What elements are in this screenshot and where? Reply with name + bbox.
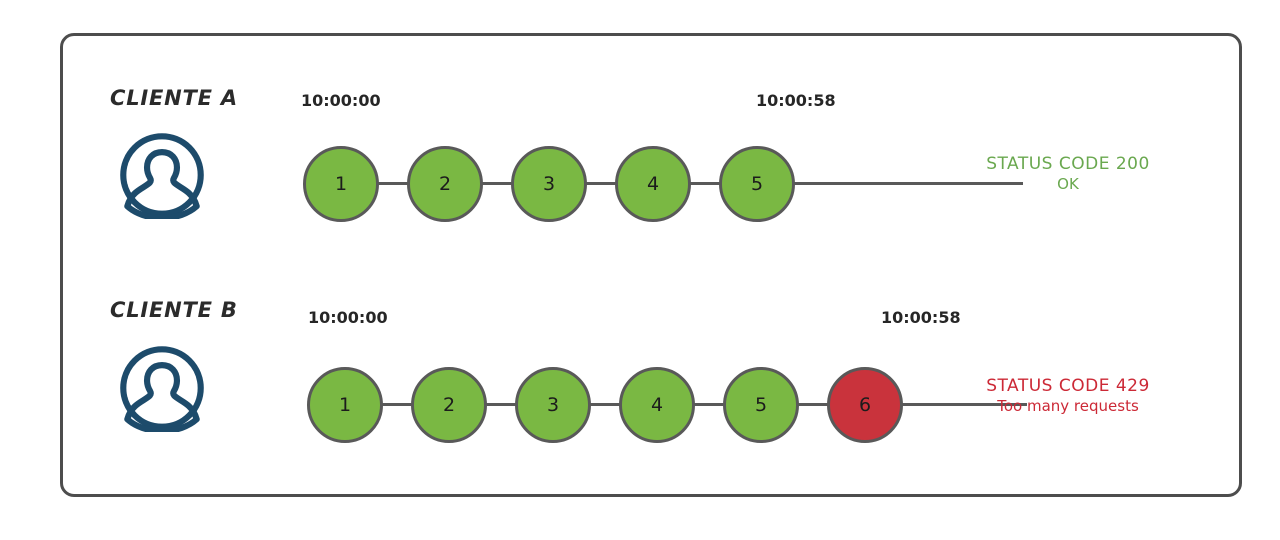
request-node[interactable]: 3	[515, 367, 591, 443]
connector-b-4	[691, 403, 727, 406]
connector-a-tail	[791, 182, 1023, 185]
diagram-card: CLIENTE A 10:00:00 10:00:58 1 2 3 4 5 ST…	[60, 33, 1242, 497]
connector-b-1	[379, 403, 415, 406]
request-node[interactable]: 1	[303, 146, 379, 222]
request-node[interactable]: 2	[411, 367, 487, 443]
request-node[interactable]: 1	[307, 367, 383, 443]
status-message-b: Too many requests	[997, 397, 1139, 416]
connector-a-1	[375, 182, 411, 185]
user-avatar-icon	[120, 133, 204, 219]
user-avatar-icon	[120, 346, 204, 432]
client-label-a: CLIENTE A	[110, 86, 238, 110]
status-code-b: STATUS CODE 429	[986, 376, 1150, 396]
connector-a-2	[479, 182, 515, 185]
connector-a-3	[583, 182, 619, 185]
request-node[interactable]: 4	[615, 146, 691, 222]
status-badge-b: STATUS CODE 429 Too many requests	[968, 376, 1168, 416]
connector-b-tail	[899, 403, 1027, 406]
request-node[interactable]: 5	[723, 367, 799, 443]
status-code-a: STATUS CODE 200	[986, 154, 1150, 174]
request-node-rate-limited[interactable]: 6	[827, 367, 903, 443]
timestamp-start-b: 10:00:00	[308, 308, 388, 327]
connector-b-2	[483, 403, 519, 406]
status-message-a: OK	[1057, 175, 1079, 194]
timestamp-end-b: 10:00:58	[881, 308, 961, 327]
request-node[interactable]: 4	[619, 367, 695, 443]
client-label-b: CLIENTE B	[110, 298, 238, 322]
timestamp-start-a: 10:00:00	[301, 91, 381, 110]
timestamp-end-a: 10:00:58	[756, 91, 836, 110]
connector-a-4	[687, 182, 723, 185]
request-node[interactable]: 2	[407, 146, 483, 222]
connector-b-5	[795, 403, 831, 406]
connector-b-3	[587, 403, 623, 406]
status-badge-a: STATUS CODE 200 OK	[968, 154, 1168, 194]
request-node[interactable]: 3	[511, 146, 587, 222]
request-node[interactable]: 5	[719, 146, 795, 222]
